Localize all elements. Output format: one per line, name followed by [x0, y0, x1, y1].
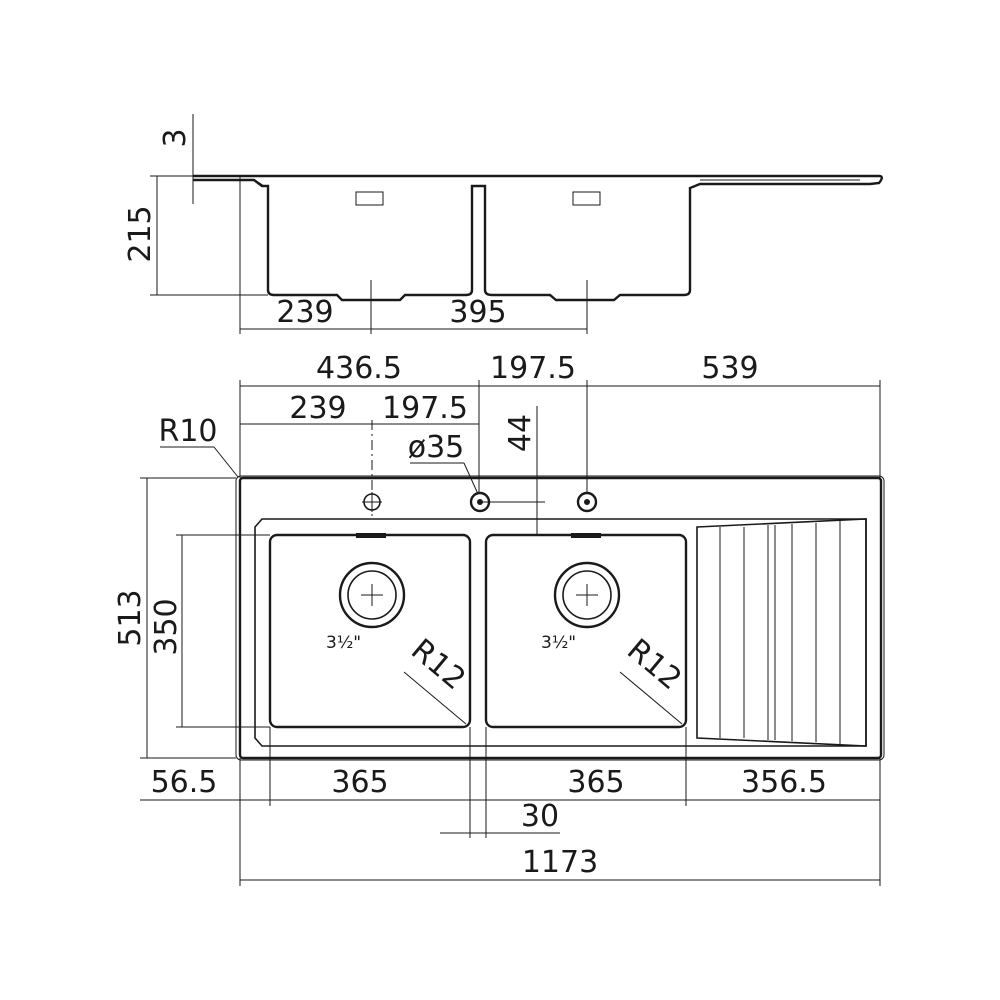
waste-left — [338, 561, 406, 629]
drainer-ribs — [696, 518, 867, 747]
dim-top-left: 436.5 — [316, 351, 402, 386]
dim-hole-left: 239 — [289, 391, 346, 426]
dim-hole-diameter: ø35 — [408, 430, 465, 465]
dim-bowl-left-width: 365 — [331, 765, 388, 800]
side-view: 3 215 239 395 — [123, 114, 883, 334]
overflow-slot-right — [571, 533, 601, 538]
dim-drainer-width: 356.5 — [741, 765, 827, 800]
tap-hole-right — [576, 491, 598, 513]
leader-dia — [463, 462, 479, 495]
waste-right — [553, 561, 621, 629]
dim-hole-offset: 44 — [503, 414, 538, 452]
dim-drain-spacing: 395 — [449, 295, 506, 330]
dim-top-right: 539 — [701, 351, 758, 386]
overflow-left — [355, 191, 384, 206]
top-view: 3½" 3½" R12 R12 — [113, 351, 885, 886]
dim-top-mid: 197.5 — [490, 351, 576, 386]
overflow-slot-left — [356, 533, 386, 538]
leader-r12-left — [403, 671, 467, 725]
dim-overall-width: 1173 — [522, 845, 598, 880]
deck-outline-outer — [235, 475, 885, 761]
leader-r12-right — [619, 671, 683, 725]
leader-r10 — [213, 446, 239, 478]
dim-drain-left: 239 — [276, 295, 333, 330]
dim-bowl-depth: 350 — [149, 598, 184, 655]
dim-bowl-radius-right: R12 — [620, 632, 688, 697]
dim-rim-thickness: 3 — [158, 128, 193, 147]
waste-size-right: 3½" — [541, 633, 576, 653]
dim-margin-left: 56.5 — [151, 765, 218, 800]
dim-depth: 215 — [123, 205, 158, 262]
dim-hole-mid: 197.5 — [382, 391, 468, 426]
dim-corner-radius: R10 — [158, 414, 217, 449]
dim-overall-depth: 513 — [113, 589, 148, 646]
dim-bowl-gap: 30 — [521, 799, 559, 834]
overflow-right — [572, 191, 601, 206]
side-rim — [193, 174, 883, 302]
dim-bowl-right-width: 365 — [567, 765, 624, 800]
deck-outline — [238, 476, 883, 760]
dim-bowl-radius-left: R12 — [404, 632, 472, 697]
waste-size-left: 3½" — [326, 633, 361, 653]
